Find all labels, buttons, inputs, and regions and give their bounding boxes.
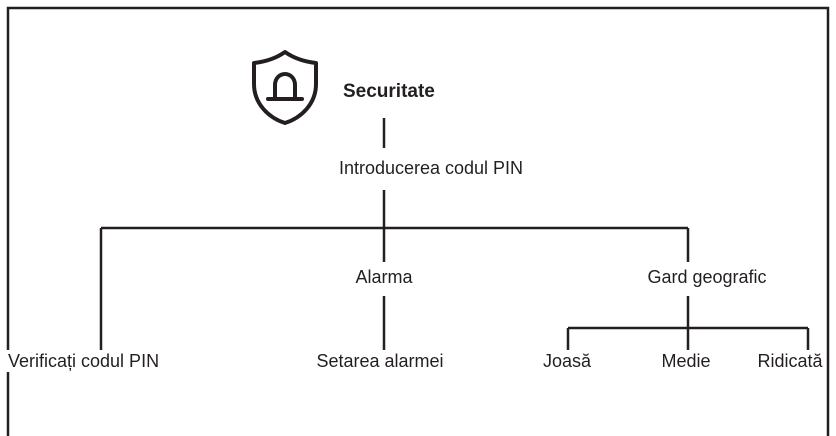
node-alarm: Alarma (351, 266, 417, 288)
node-geofence: Gard geografic (643, 266, 771, 288)
node-verify-pin: Verificați codul PIN (4, 350, 164, 372)
shield-alarm-icon (252, 50, 318, 125)
node-pin-entry: Introducerea codul PIN (334, 157, 528, 179)
diagram-frame (6, 6, 830, 436)
node-sensitivity-medium: Medie (657, 350, 715, 372)
root-title: Securitate (343, 81, 435, 102)
node-alarm-setting: Setarea alarmei (312, 350, 448, 372)
node-sensitivity-high: Ridicată (753, 350, 827, 372)
node-sensitivity-low: Joasă (538, 350, 596, 372)
